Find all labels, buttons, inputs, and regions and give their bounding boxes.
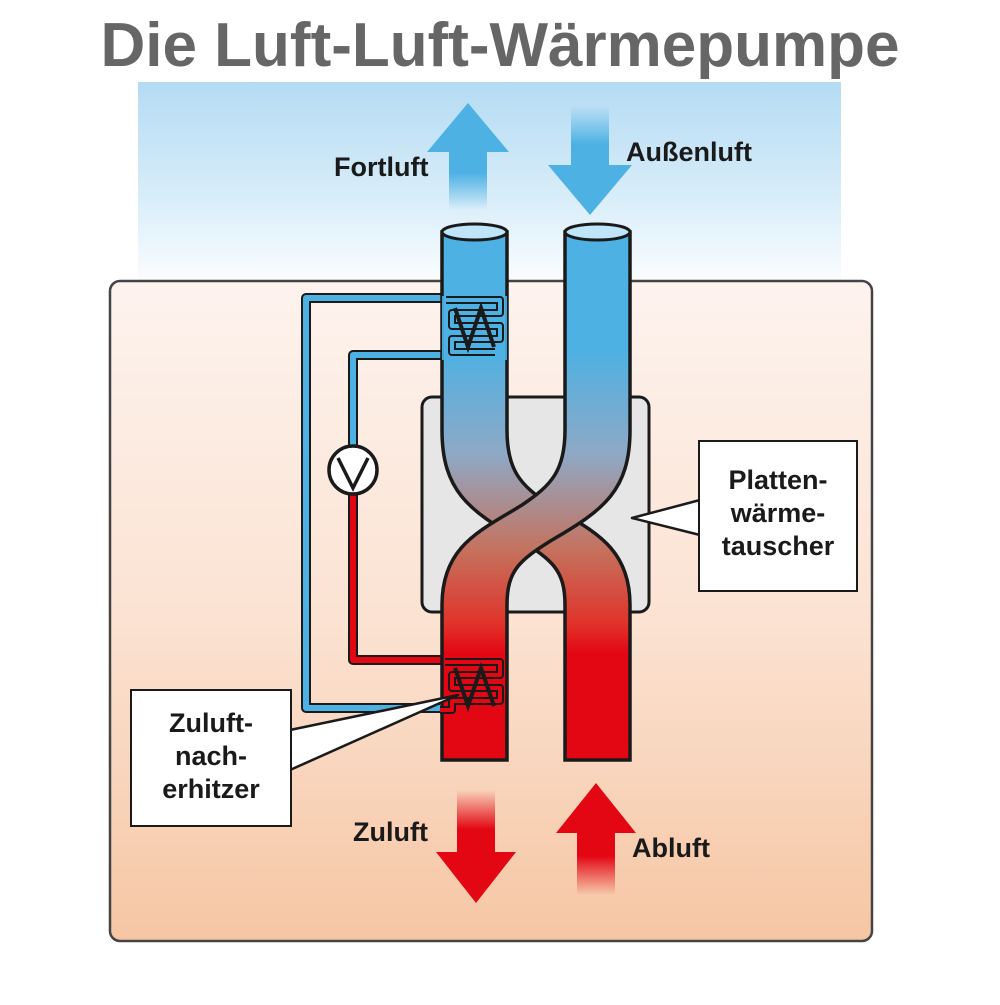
- expansion-valve-icon: [327, 444, 379, 496]
- label-aussenluft: Außenluft: [626, 137, 752, 167]
- arrow-up-abluft: [556, 783, 636, 895]
- callout-reheater-line-1: Zuluft-: [169, 708, 253, 738]
- label-abluft: Abluft: [632, 833, 710, 863]
- air-ducts: [440, 222, 632, 762]
- condenser-coil: [440, 658, 504, 714]
- callout-plate-line-2: wärme-: [730, 498, 826, 528]
- page-title: Die Luft-Luft-Wärmepumpe: [100, 11, 900, 80]
- reheater-pointer: [289, 693, 460, 772]
- callout-reheater-line-3: erhitzer: [162, 774, 260, 804]
- arrow-up-fortluft: [427, 103, 509, 210]
- plate-exchanger-pointer: [630, 498, 701, 537]
- duct-opening-right: [563, 222, 632, 242]
- arrow-down-zuluft: [436, 790, 516, 903]
- callout-reheater: Zuluft- nach- erhitzer: [130, 689, 292, 827]
- label-zuluft: Zuluft: [353, 817, 428, 847]
- callout-plate-exchanger: Platten- wärme- tauscher: [698, 440, 858, 592]
- callout-reheater-line-2: nach-: [174, 741, 247, 771]
- duct-opening-left: [440, 222, 509, 242]
- arrow-down-aussenluft: [548, 106, 632, 215]
- duct-outside-to-supply: [440, 230, 632, 762]
- evaporator-coil: [442, 296, 507, 360]
- callout-plate-line-3: tauscher: [721, 531, 835, 561]
- label-fortluft: Fortluft: [334, 152, 429, 182]
- callout-plate-line-1: Platten-: [728, 465, 828, 495]
